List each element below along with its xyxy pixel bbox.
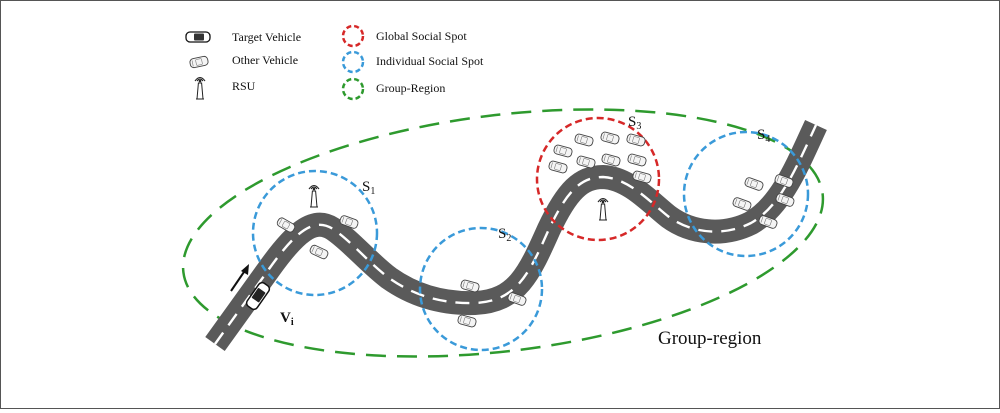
other-vehicle-icon	[456, 313, 478, 329]
spot-s2-circle	[418, 226, 544, 352]
group-region-ellipse	[181, 108, 825, 358]
other-vehicle-icon	[308, 243, 330, 261]
legend-global-spot-label: Global Social Spot	[376, 29, 467, 43]
spot-s4-label: S4	[757, 127, 770, 145]
road-surface	[205, 119, 827, 352]
spot-s3-circle	[535, 116, 661, 242]
legend-individual-spot-label: Individual Social Spot	[376, 54, 484, 68]
legend-other-vehicle-label: Other Vehicle	[232, 53, 298, 67]
group-region-label: Group-region	[658, 328, 762, 349]
other-vehicle-icon	[626, 152, 648, 168]
other-vehicle-icon	[731, 196, 753, 212]
other-vehicle-icon	[625, 132, 647, 148]
other-vehicle-icon	[573, 132, 595, 148]
legend: Target Vehicle Other Vehicle RSU Global …	[185, 24, 484, 101]
rsu-icon	[597, 197, 609, 221]
other-vehicle-icon	[599, 130, 621, 146]
other-vehicle-icon	[575, 154, 597, 170]
legend-global-spot-icon	[341, 24, 365, 48]
road-lane-marking	[214, 124, 818, 345]
legend-target-vehicle-icon	[185, 31, 211, 43]
legend-rsu-label: RSU	[232, 79, 256, 93]
other-vehicle-icon	[547, 159, 569, 175]
spot-s1-circle	[251, 169, 379, 297]
legend-group-region-label: Group-Region	[376, 81, 445, 95]
other-vehicle-icon	[600, 152, 622, 168]
spot-s2-label: S2	[498, 226, 511, 244]
legend-individual-spot-icon	[341, 50, 365, 74]
legend-group-region-icon	[341, 77, 365, 101]
direction-arrow-icon	[230, 264, 249, 292]
road	[205, 119, 827, 352]
rsu-icon	[308, 184, 320, 208]
spot-s3-label: S3	[628, 114, 641, 132]
other-vehicle-icon	[552, 143, 574, 159]
legend-target-vehicle-label: Target Vehicle	[232, 30, 301, 44]
target-vehicle-icon	[245, 281, 271, 311]
legend-rsu-icon	[194, 76, 206, 100]
other-vehicle-icon	[459, 278, 481, 294]
target-vehicle-label: Vi	[280, 310, 294, 328]
spot-s4-circle	[682, 130, 810, 258]
legend-other-vehicle-icon	[188, 55, 210, 69]
other-vehicle-icon	[743, 176, 765, 192]
spot-s1-label: S1	[362, 179, 375, 197]
